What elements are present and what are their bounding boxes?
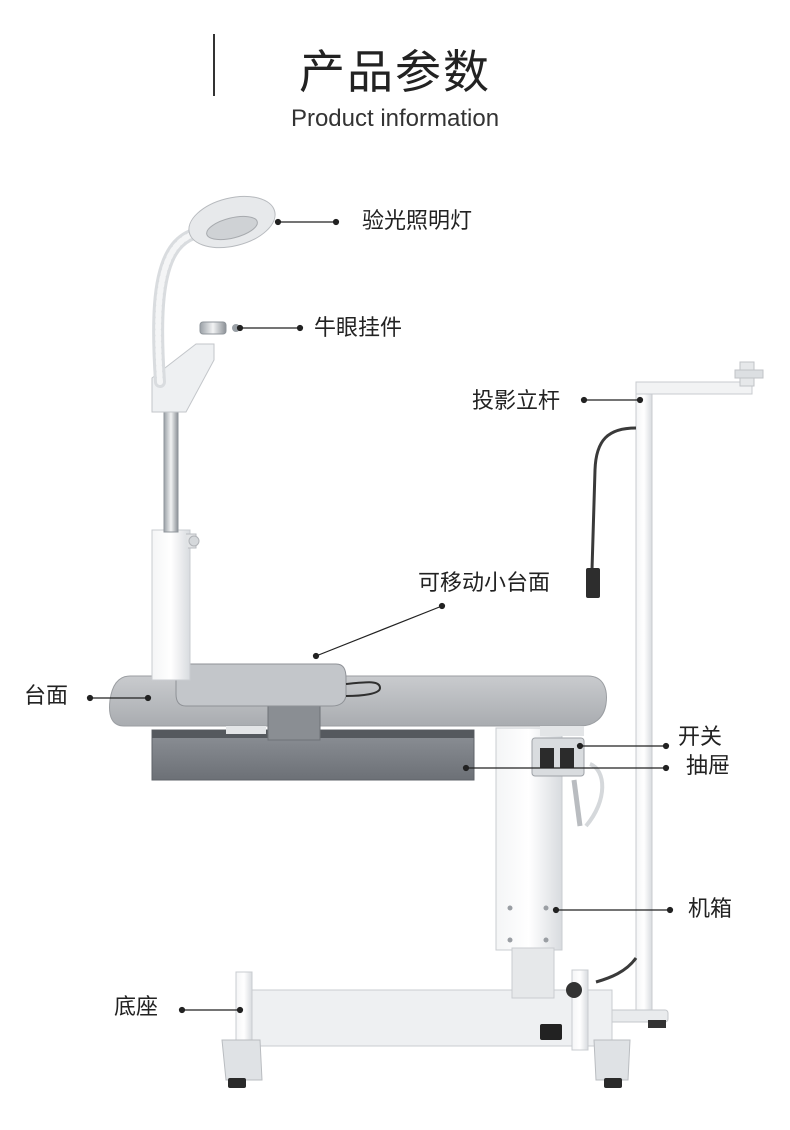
- label-bullseye-hanger: 牛眼挂件: [314, 316, 403, 341]
- label-cabinet: 机箱: [688, 897, 733, 922]
- lamp-column: [151, 321, 240, 681]
- label-drawer: 抽屉: [686, 754, 731, 779]
- leader-line-small-table: [315, 605, 443, 657]
- label-projection-pole: 投影立杆: [472, 389, 561, 414]
- leader-lines: [86, 218, 674, 1014]
- label-examination-lamp: 验光照明灯: [362, 209, 473, 234]
- label-movable-small-tabletop: 可移动小台面: [418, 571, 551, 596]
- projection-pole: [586, 361, 764, 1028]
- page-subtitle: Product information: [290, 105, 500, 132]
- base: [221, 969, 631, 1088]
- page-title: 产品参数: [299, 45, 491, 99]
- label-tabletop: 台面: [24, 684, 69, 709]
- header-divider: [213, 34, 215, 96]
- label-base: 底座: [114, 995, 159, 1020]
- label-switch: 开关: [678, 725, 723, 750]
- examination-lamp: [152, 195, 276, 388]
- switch-box: [531, 737, 605, 828]
